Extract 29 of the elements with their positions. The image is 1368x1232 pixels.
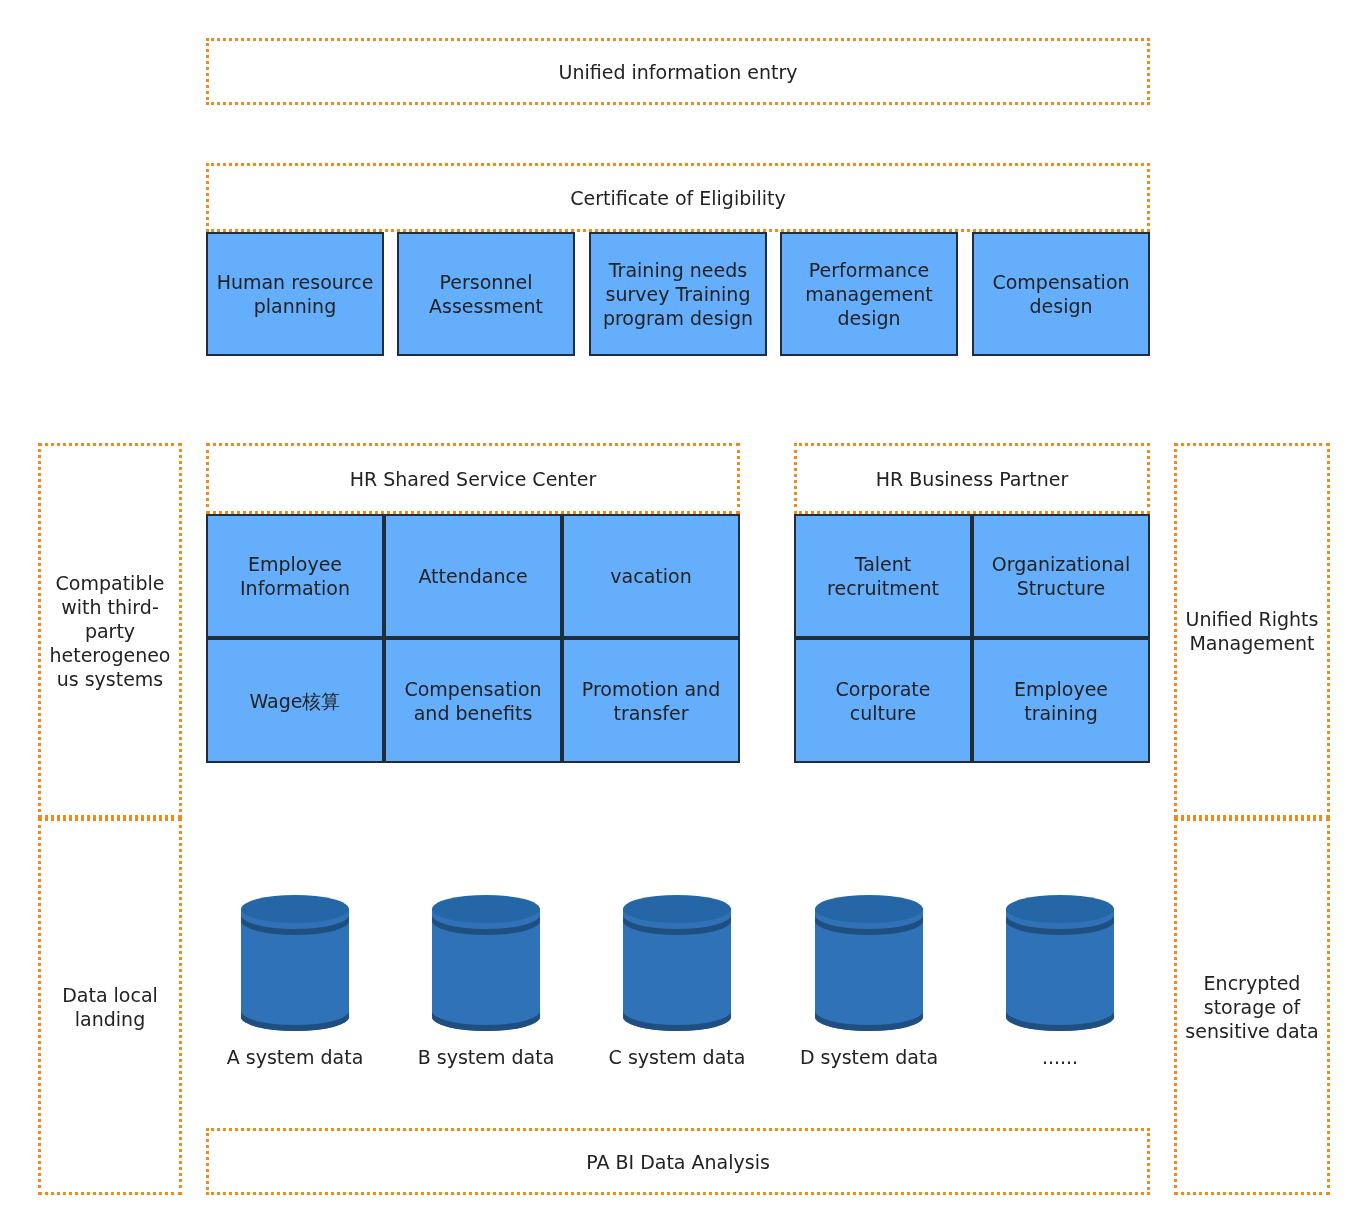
- dotted-frame: HR Business Partner: [794, 443, 1150, 514]
- database-label: D system data: [798, 1045, 940, 1069]
- module-box: Promotion and transfer: [562, 638, 740, 763]
- database-label: B system data: [416, 1045, 556, 1069]
- module-box: Employee training: [972, 638, 1150, 763]
- module-box: Human resource planning: [206, 232, 384, 356]
- dotted-frame: Unified information entry: [206, 38, 1150, 105]
- dotted-frame: Compatible with third-party heterogeneous systems: [38, 443, 182, 818]
- module-box: Personnel Assessment: [397, 232, 575, 356]
- dotted-frame: Encrypted storage of sensitive data: [1174, 818, 1330, 1195]
- module-box: Training needs survey Training program design: [589, 232, 767, 356]
- dotted-frame: Certificate of Eligibility: [206, 163, 1150, 232]
- module-box: Compensation design: [972, 232, 1150, 356]
- module-box: Wage核算: [206, 638, 384, 763]
- module-box: Employee Information: [206, 514, 384, 638]
- database-label: ......: [1040, 1045, 1080, 1069]
- database-label: A system data: [225, 1045, 365, 1069]
- dotted-frame: Unified Rights Management: [1174, 443, 1330, 818]
- database-label: C system data: [607, 1045, 747, 1069]
- module-box: Organizational Structure: [972, 514, 1150, 638]
- module-box: Attendance: [384, 514, 562, 638]
- module-box: Performance management design: [780, 232, 958, 356]
- module-box: vacation: [562, 514, 740, 638]
- dotted-frame: PA BI Data Analysis: [206, 1128, 1150, 1195]
- module-box: Talent recruitment: [794, 514, 972, 638]
- dotted-frame: Data local landing: [38, 818, 182, 1195]
- dotted-frame: HR Shared Service Center: [206, 443, 740, 514]
- module-box: Compensation and benefits: [384, 638, 562, 763]
- module-box: Corporate culture: [794, 638, 972, 763]
